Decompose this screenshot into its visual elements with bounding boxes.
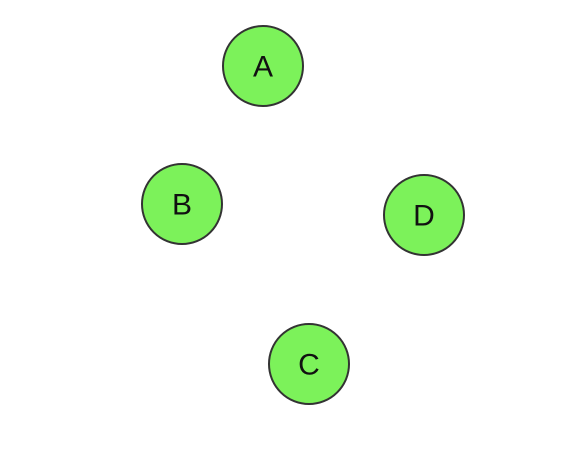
node-a[interactable]: A: [222, 25, 304, 107]
node-d-circle: [383, 174, 465, 256]
node-c[interactable]: C: [268, 323, 350, 405]
node-d[interactable]: D: [383, 174, 465, 256]
node-a-circle: [222, 25, 304, 107]
node-b-circle: [141, 163, 223, 245]
node-a-label: A: [253, 51, 273, 84]
node-d-label: D: [413, 200, 435, 233]
node-c-label: C: [298, 349, 320, 382]
node-c-circle: [268, 323, 350, 405]
node-b-label: B: [172, 189, 192, 222]
node-b[interactable]: B: [141, 163, 223, 245]
